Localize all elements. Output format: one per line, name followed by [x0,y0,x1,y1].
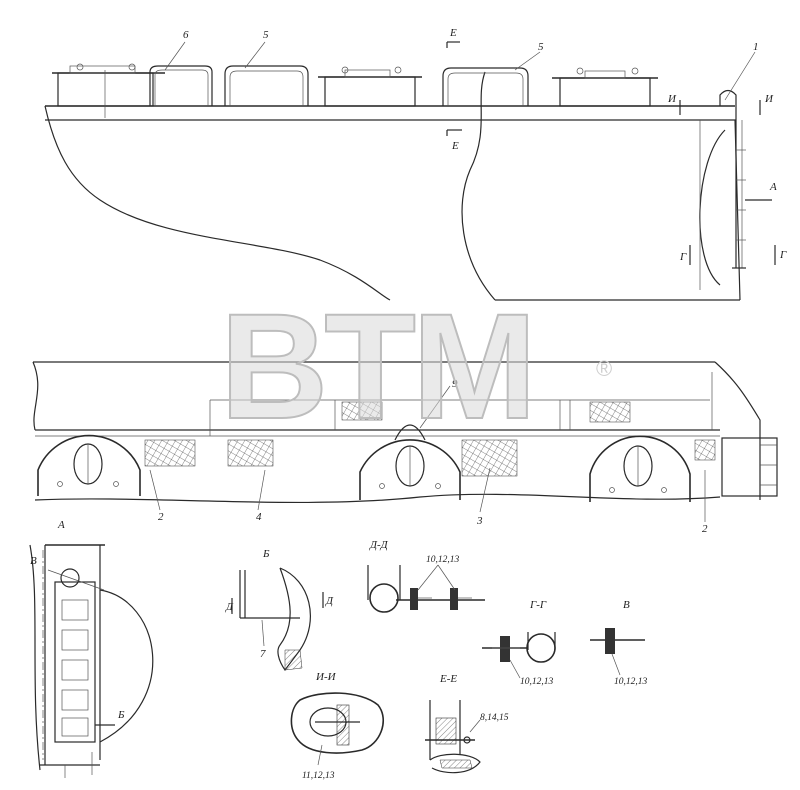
callout-5a: 5 [263,29,269,41]
handrail-3 [442,67,529,106]
mark-A: А [769,181,777,193]
callout-9: 9 [452,378,458,390]
view-B: Б Д Д 7 [225,548,334,672]
ii-part-numbers: 11,12,13 [302,771,335,781]
v-part-numbers: 10,12,13 [614,677,648,687]
ee-part-numbers: 8,14,15 [480,713,509,723]
dd-pipe [369,583,399,613]
mark-I-left: И [667,93,677,105]
view-V-title: В [623,599,630,611]
ladder-rungs [61,599,89,737]
lower-tank-view: 2 4 3 2 9 [32,361,778,535]
callout-2b: 2 [702,523,708,535]
view-V: В 10,12,13 [590,599,648,687]
section-marker-I [679,100,761,115]
mark-G-left: Г [679,251,687,263]
callout-2a: 2 [158,511,164,523]
mesh-guards [144,401,716,477]
mark-E-top: Е [449,27,457,39]
mark-D-left: Д [225,601,234,613]
handrail-1 [149,65,213,106]
section-DD-title: Д-Д [369,539,389,551]
leader-lines-upper [164,41,756,101]
rear-bumper [721,437,778,497]
view-A-ladder: А В Б [29,519,154,778]
mark-B-arrow: Б [117,709,125,721]
section-DD: Д-Д 10,12,13 [367,539,485,613]
gg-pipe [526,633,556,663]
callout-5b: 5 [538,41,544,53]
section-marker-G [689,245,776,265]
valve-cover-1 [37,434,141,496]
mesh-panel-1 [144,439,196,467]
callout-B-view-A: В [30,555,37,567]
break-line-center [461,71,496,301]
upper-tank-view: 6 5 5 1 Е Е И И Г Г А [44,27,787,301]
mark-E-bottom: Е [451,140,459,152]
ii-outline [290,692,384,754]
mesh-panel-5 [589,401,631,423]
callout-1: 1 [753,41,759,53]
gg-part-numbers: 10,12,13 [520,677,554,687]
hatch-dome-3 [552,67,658,107]
handrail-2 [224,65,309,106]
hatch-dome-2 [318,66,422,107]
view-A-dished-end [99,589,154,743]
mark-I-right: И [764,93,774,105]
tank-front-edge [700,119,741,301]
view-B-title: Б [262,548,270,560]
section-EE-title: Е-Е [439,673,457,685]
valve-handle-9 [394,424,426,441]
view-A-title: А [57,519,65,531]
view-B-profile [277,567,311,672]
callout-7: 7 [260,648,266,660]
tank-break-outline-left [44,105,391,301]
callout-3: 3 [476,515,483,527]
mark-G-right: Г [779,249,787,261]
btm-watermark: BTM ® [219,281,612,451]
section-marker-E [446,41,462,136]
callout-6: 6 [183,29,189,41]
section-II: И-И 11,12,13 [290,671,384,781]
lower-break-line [34,493,721,504]
mesh-panel-6 [694,439,716,461]
ladder-handrail [719,89,737,268]
section-EE: Е-Е 8,14,15 [425,673,509,774]
watermark-text: BTM [220,282,533,450]
valve-cover-3 [589,435,691,502]
section-GG-title: Г-Г [529,599,547,611]
dd-part-numbers: 10,12,13 [426,555,460,565]
section-GG: Г-Г 10,12,13 [482,599,556,687]
valve-cover-2 [359,424,461,500]
hatch-dome-1 [52,63,165,118]
callout-4: 4 [256,511,262,523]
watermark-registered: ® [596,356,612,381]
section-II-title: И-И [315,671,337,683]
mark-D-right: Д [325,595,334,607]
ladder-rails [54,581,96,743]
ee-bracket [429,753,481,774]
tank-dished-end [699,129,726,286]
leader-lines-lower [149,385,706,522]
mesh-panel-2 [227,439,274,467]
mesh-panel-3 [341,401,383,421]
